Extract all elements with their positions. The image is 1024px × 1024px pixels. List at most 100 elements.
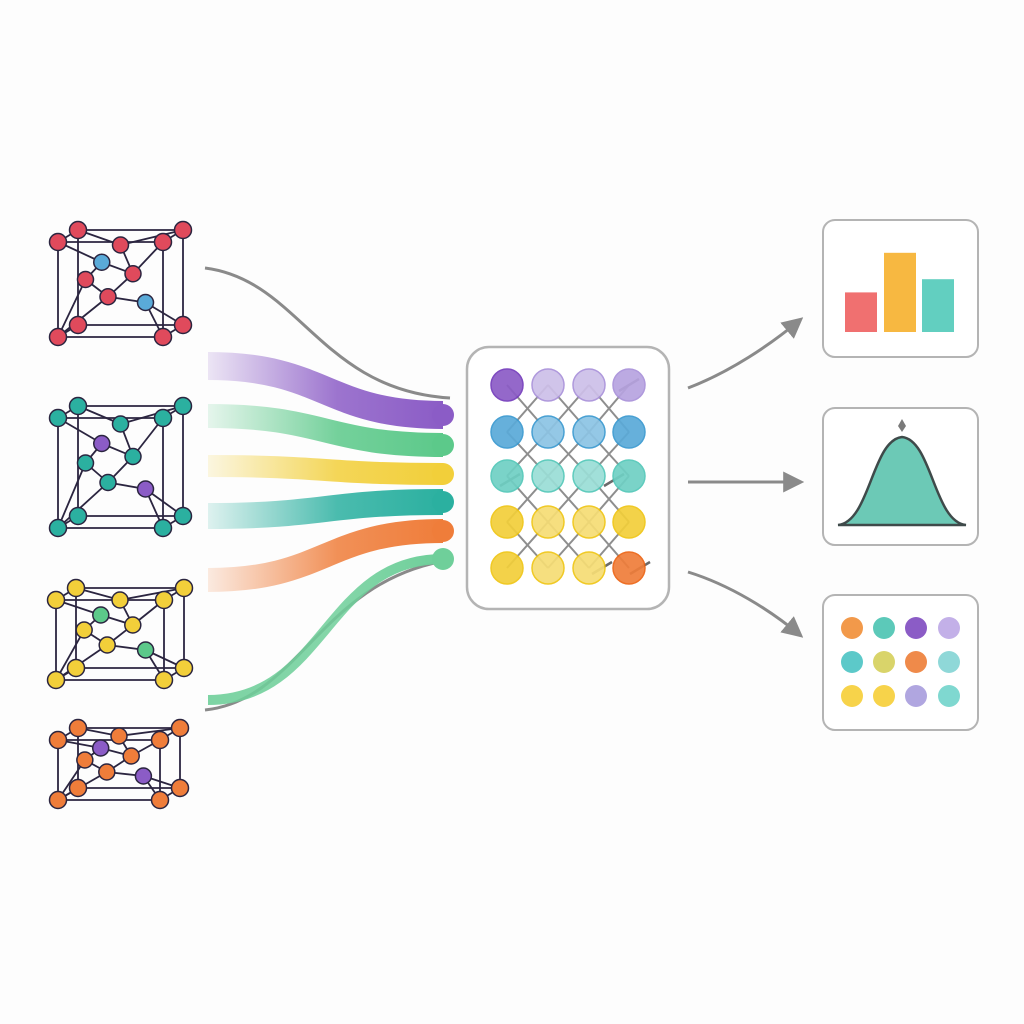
structure-atom [136,480,155,498]
structure-atom [48,232,68,252]
structure-atom [98,763,116,781]
output-dot [873,651,895,673]
structure-atom [46,670,66,690]
output-dot [841,651,863,673]
structure-atom [48,730,68,750]
network-node [531,505,565,539]
output-dot [873,617,895,639]
crystal-structure-orange [48,718,190,810]
network-node [490,415,524,449]
connector-top [204,266,451,400]
crystal-structure-mixed [48,396,193,538]
structure-atom [153,327,173,347]
structure-atom [111,236,130,254]
structure-atom [173,315,193,335]
structure-bond [57,481,109,529]
structure-atom [150,730,170,750]
structure-atom [136,293,155,312]
input-structures [46,220,194,810]
feature-streams [207,352,454,705]
structure-atom [66,658,86,678]
structure-atom [93,253,111,271]
structure-atom [110,727,128,745]
structure-atom [136,641,155,659]
structure-atom [76,751,94,769]
structure-atom [111,415,130,433]
network-nodes [490,368,646,585]
feature-stream-yellow [207,455,444,485]
output-distribution-panel [822,407,979,546]
structure-atom [99,473,117,492]
structure-atom [99,288,117,306]
structure-atom [173,220,193,240]
network-node [490,368,524,402]
structure-bond [120,229,184,246]
structure-atom [98,636,116,654]
structure-atom [124,447,142,466]
output-dot [905,685,927,707]
structure-bond [120,405,184,425]
structure-atom [150,790,170,810]
structure-atom [153,232,173,252]
crystal-structure-red [48,220,193,347]
structure-bond [57,279,87,338]
stream-endpoint [432,404,454,426]
structure-atom [154,670,174,690]
structure-atom [153,518,173,538]
structure-atom [124,265,142,283]
network-node [490,505,524,539]
output-bar [922,279,954,332]
network-node [612,505,646,539]
structure-atom [68,778,88,798]
structure-bond [55,629,85,681]
output-dot [905,651,927,673]
stream-endpoint [432,463,454,485]
feature-stream-purple [207,352,444,429]
structure-atom [173,396,193,416]
distribution-peak-marker [898,419,906,432]
output-dot [873,685,895,707]
network-panel [465,345,671,611]
network-node [612,368,646,402]
structure-atom [154,590,174,610]
network-node [531,551,565,585]
stream-endpoint [432,548,454,570]
structure-atom [66,578,86,598]
structure-atom [68,315,88,335]
structure-atom [170,718,190,738]
dot-grid-icon [841,617,960,707]
structure-atom [174,578,194,598]
structure-bond [57,462,87,529]
structure-bond [118,727,181,737]
stream-endpoint [432,520,454,542]
structure-atom [48,327,68,347]
output-dot-grid-panel [822,594,979,731]
network-node [612,551,646,585]
network-node [572,459,606,493]
structure-atom [174,658,194,678]
feature-stream-orange [207,519,444,592]
structure-atom [68,506,88,526]
output-arrow-top [687,317,804,390]
network-node [490,551,524,585]
network-node [572,505,606,539]
output-dot [841,685,863,707]
feature-stream-green [207,404,444,457]
network-node [572,368,606,402]
output-bar [845,292,877,332]
structure-atom [170,778,190,798]
network-node [572,415,606,449]
structure-atom [46,590,66,610]
structure-atom [122,747,140,765]
structure-atom [92,606,110,624]
structure-atom [68,220,88,240]
stream-endpoint [432,434,454,456]
network-node [531,368,565,402]
structure-atom [76,270,95,289]
network-node [612,415,646,449]
feature-stream-teal [207,489,444,529]
output-dot [938,617,960,639]
output-bar-chart-panel [822,219,979,358]
